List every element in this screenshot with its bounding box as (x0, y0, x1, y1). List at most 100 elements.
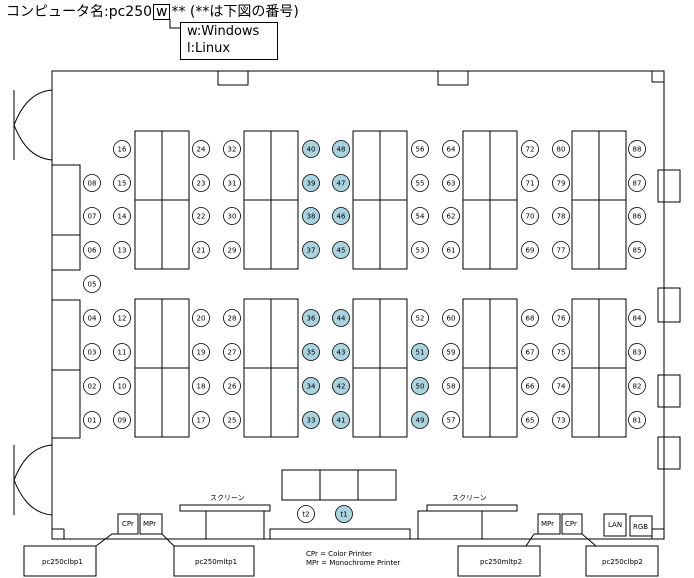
seat-circle (442, 207, 460, 225)
pc-seat-t2: t2 (297, 505, 315, 523)
rgb-label: RGB (633, 523, 648, 531)
seat-circle (332, 377, 350, 395)
pc-seat-36: 36 (302, 309, 320, 327)
pc-seat-44: 44 (332, 309, 350, 327)
seat-number: 60 (447, 315, 456, 323)
seat-circle (223, 411, 241, 429)
seat-number: 34 (307, 383, 316, 391)
seat-number: 46 (337, 213, 346, 221)
seat-circle (628, 411, 646, 429)
pc-seat-17: 17 (192, 411, 210, 429)
pc-seat-50: 50 (411, 377, 429, 395)
seat-number: t2 (302, 511, 309, 519)
pc-seat-02: 02 (83, 377, 101, 395)
pc-seat-16: 16 (113, 140, 131, 158)
left-cabinet-lower (51, 299, 81, 439)
seat-circle (302, 411, 320, 429)
seat-circle (442, 309, 460, 327)
seat-number: t1 (340, 511, 347, 519)
screen-left-label: スクリーン (210, 494, 245, 502)
seat-circle (302, 140, 320, 158)
window-top-left (217, 70, 249, 86)
lan-box (603, 513, 627, 537)
seat-circle (628, 377, 646, 395)
seat-circle (332, 241, 350, 259)
seat-circle (113, 174, 131, 192)
seat-circle (552, 309, 570, 327)
seat-circle (223, 343, 241, 361)
pc-seat-34: 34 (302, 377, 320, 395)
pc-seat-14: 14 (113, 207, 131, 225)
pc-seat-10: 10 (113, 377, 131, 395)
seat-circle (192, 174, 210, 192)
seat-number: 77 (557, 247, 566, 255)
pc-seat-51: 51 (411, 343, 429, 361)
os-legend: w:Windows l:Linux (180, 22, 278, 60)
seat-circle (83, 343, 101, 361)
pc-seat-69: 69 (521, 241, 539, 259)
seat-number: 29 (228, 247, 237, 255)
seat-circle (628, 207, 646, 225)
seat-circle (223, 140, 241, 158)
printer-box-cpr-left (117, 513, 139, 535)
seat-circle (442, 174, 460, 192)
seat-number: 75 (557, 349, 566, 357)
seat-circle (223, 241, 241, 259)
seat-circle (83, 377, 101, 395)
screen-right-label: スクリーン (452, 494, 487, 502)
cpr-left-code: CPr (122, 520, 134, 528)
seat-circle (411, 309, 429, 327)
seat-circle (442, 411, 460, 429)
seat-number: 58 (447, 383, 456, 391)
seat-circle (552, 411, 570, 429)
pc-seat-68: 68 (521, 309, 539, 327)
seat-number: 57 (447, 417, 456, 425)
pc-seat-20: 20 (192, 309, 210, 327)
seat-number: 07 (88, 213, 97, 221)
pc-seat-79: 79 (552, 174, 570, 192)
seat-number: 44 (337, 315, 346, 323)
seat-circle (628, 241, 646, 259)
pc-seat-48: 48 (332, 140, 350, 158)
seat-circle (411, 377, 429, 395)
pc-seat-71: 71 (521, 174, 539, 192)
seat-circle (83, 411, 101, 429)
seat-number: 81 (633, 417, 642, 425)
seat-circle (521, 241, 539, 259)
seat-circle (521, 140, 539, 158)
pc-seat-84: 84 (628, 309, 646, 327)
seat-circle (332, 207, 350, 225)
pc-seat-30: 30 (223, 207, 241, 225)
seat-circle (113, 343, 131, 361)
pc-seat-57: 57 (442, 411, 460, 429)
seat-number: 23 (197, 180, 206, 188)
seat-number: 84 (633, 315, 642, 323)
right-panel-3 (657, 374, 681, 408)
seat-number: 26 (228, 383, 237, 391)
seat-circle (442, 140, 460, 158)
pc-seat-08: 08 (83, 174, 101, 192)
seat-number: 70 (526, 213, 535, 221)
seat-number: 12 (118, 315, 127, 323)
seat-number: 72 (526, 146, 535, 154)
seat-number: 06 (88, 247, 97, 255)
seat-circle (302, 174, 320, 192)
seat-circle (113, 140, 131, 158)
pc-seat-83: 83 (628, 343, 646, 361)
pc-seat-62: 62 (442, 207, 460, 225)
pc-seat-55: 55 (411, 174, 429, 192)
seat-number: 38 (307, 213, 316, 221)
rgb-box (629, 515, 653, 537)
pc-seat-76: 76 (552, 309, 570, 327)
pc-seat-66: 66 (521, 377, 539, 395)
seat-number: 33 (307, 417, 316, 425)
pc-seat-81: 81 (628, 411, 646, 429)
seat-number: 02 (88, 383, 97, 391)
left-cabinet-upper (51, 164, 81, 271)
seat-circle (113, 207, 131, 225)
seat-circle (628, 309, 646, 327)
seat-number: 76 (557, 315, 566, 323)
pc-seat-49: 49 (411, 411, 429, 429)
seat-number: 74 (557, 383, 566, 391)
